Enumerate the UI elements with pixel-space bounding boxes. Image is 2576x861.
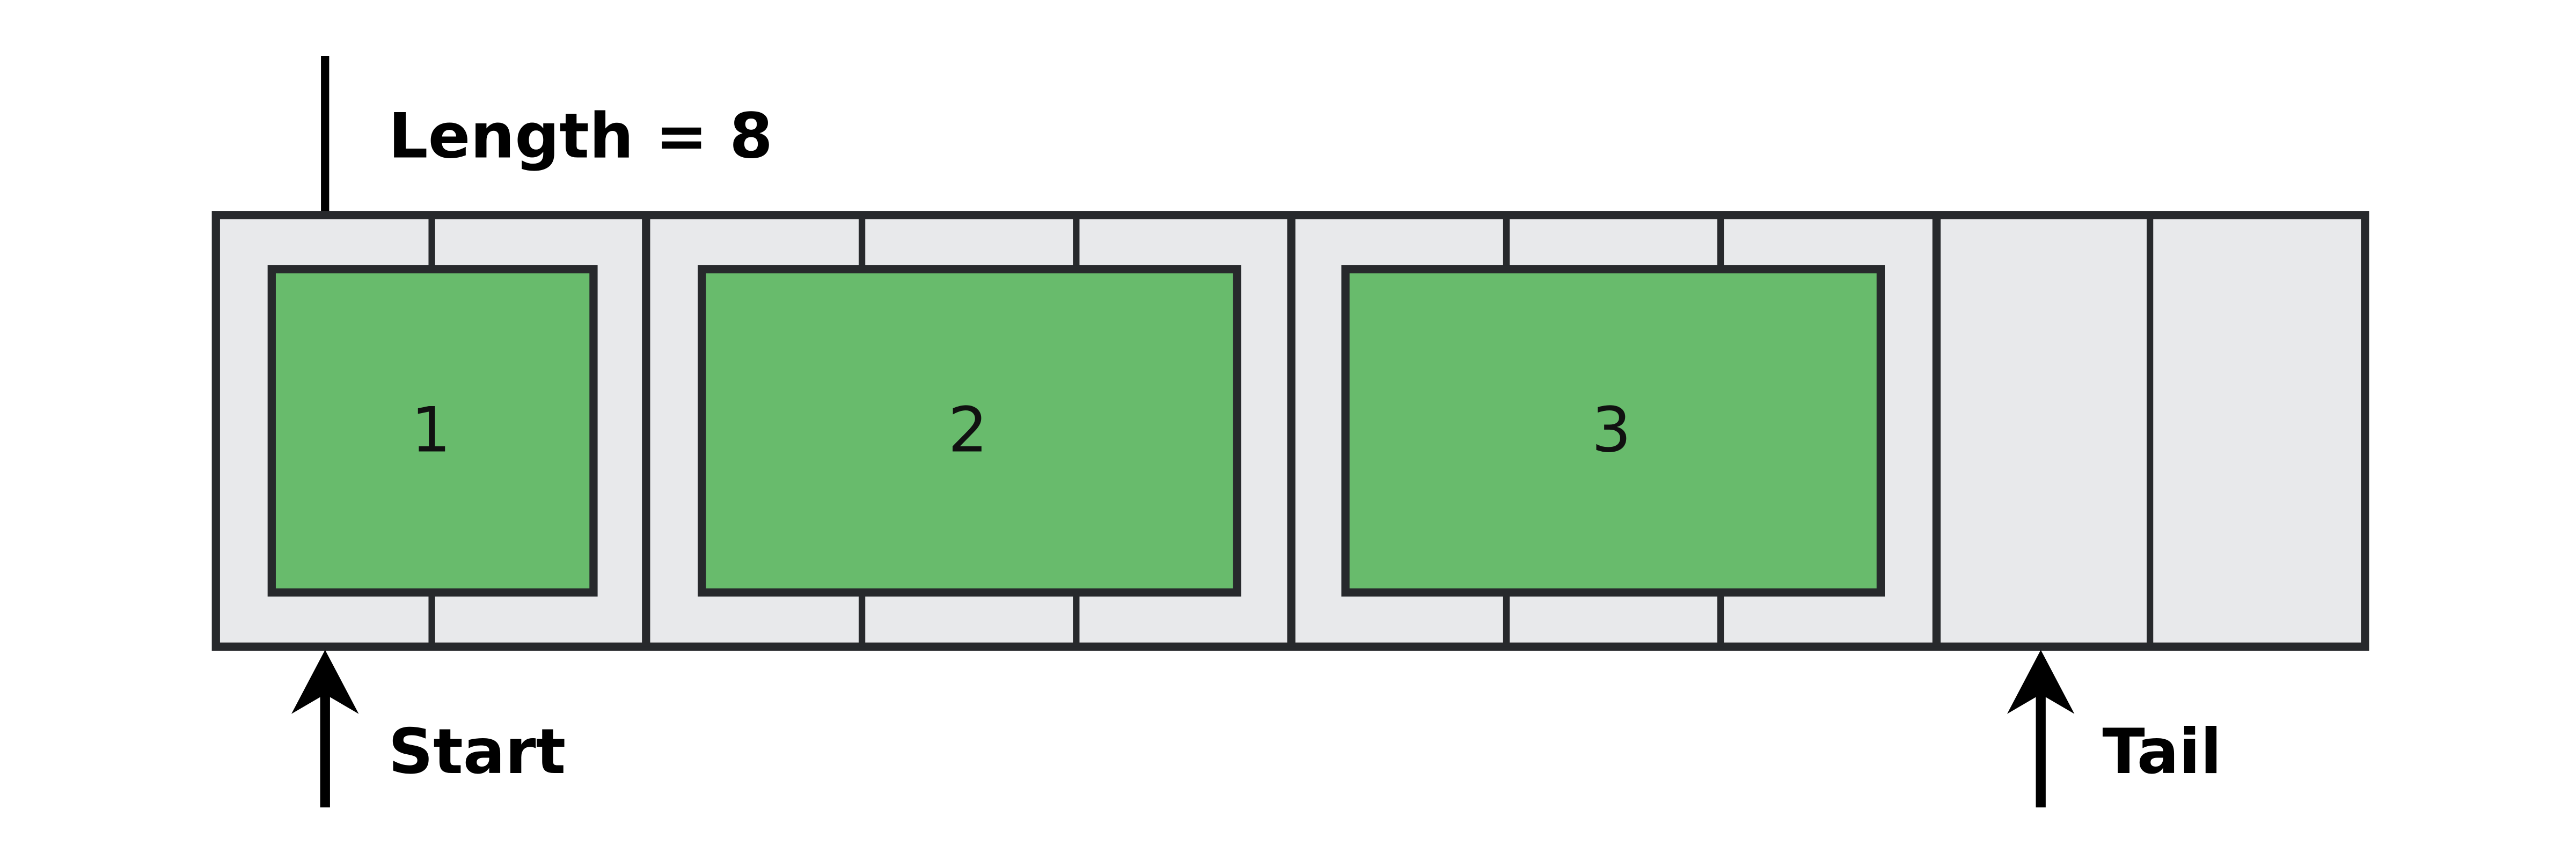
tail-pointer: Tail [2007,650,2222,808]
length-label: Length = 8 [389,100,773,173]
buffer: 1 2 3 [211,211,2369,651]
tail-arrow-icon [2007,650,2075,714]
start-arrow-icon [291,650,359,714]
data-block-2: 2 [698,265,1241,597]
tail-label: Tail [2102,716,2221,788]
data-block-3: 3 [1341,265,1885,597]
slot-ticks [428,215,1724,647]
data-block-1: 1 [267,265,598,597]
start-label: Start [389,716,566,788]
start-pointer: Start [291,650,566,808]
block-label: 1 [411,394,451,466]
block-label: 2 [948,394,987,466]
block-label: 3 [1592,394,1631,466]
length-marker: Length = 8 [321,56,773,215]
